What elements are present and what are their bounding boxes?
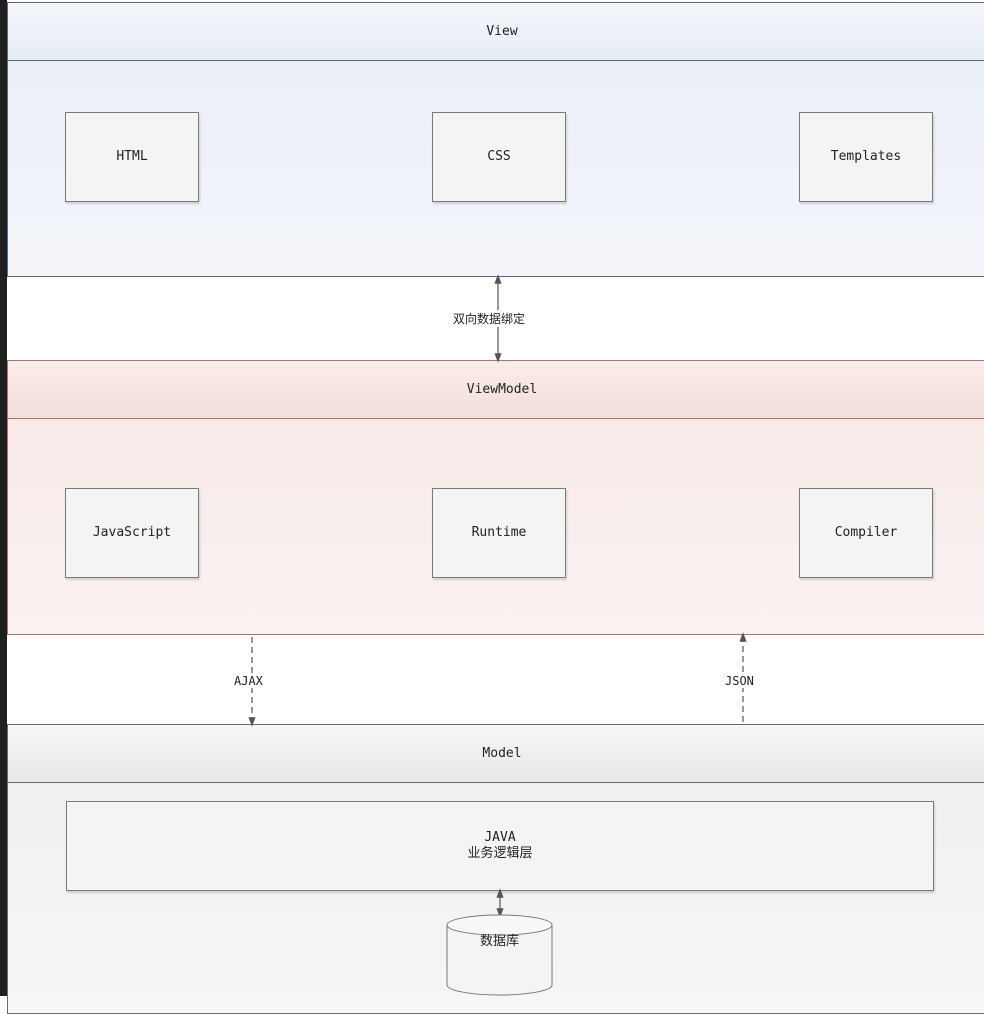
model-layer-title: Model — [8, 725, 984, 783]
database-cylinder-icon — [446, 914, 553, 996]
binding-label: 双向数据绑定 — [451, 310, 528, 327]
java-logic-line2: 业务逻辑层 — [467, 846, 533, 861]
viewmodel-layer-title: ViewModel — [8, 361, 984, 419]
window-edge — [0, 0, 7, 996]
html-box: HTML — [65, 112, 199, 202]
compiler-box: Compiler — [799, 488, 933, 578]
css-box: CSS — [432, 112, 566, 202]
javascript-box: JavaScript — [65, 488, 199, 578]
json-label: JSON — [723, 674, 756, 688]
database-label: 数据库 — [479, 934, 519, 949]
templates-box: Templates — [799, 112, 933, 202]
java-logic-box: JAVA 业务逻辑层 — [66, 801, 934, 891]
runtime-box: Runtime — [432, 488, 566, 578]
ajax-label: AJAX — [232, 674, 265, 688]
view-layer-title: View — [8, 3, 984, 61]
java-logic-line1: JAVA — [484, 830, 516, 845]
